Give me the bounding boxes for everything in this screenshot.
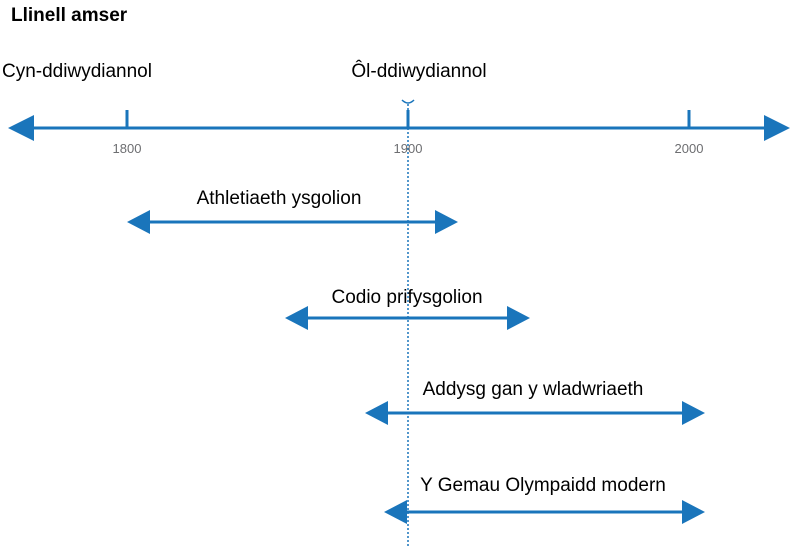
tick-label-1900: 1900 [394, 141, 423, 156]
period-label: Addysg gan y wladwriaeth [423, 379, 644, 400]
period-right-arrowhead [435, 210, 458, 234]
period-label: Athletiaeth ysgolion [197, 188, 362, 209]
era-divider-mark [401, 99, 415, 104]
period-school-athletics: Athletiaeth ysgolion [127, 188, 458, 234]
era-label-post-industrial: Ôl-ddiwydiannol [351, 60, 486, 82]
diagram-title: Llinell amser [11, 5, 128, 26]
axis-right-arrowhead [764, 115, 790, 141]
era-label-pre-industrial: Cyn-ddiwydiannol [2, 61, 152, 82]
period-right-arrowhead [507, 306, 530, 330]
period-left-arrowhead [365, 401, 388, 425]
period-label: Y Gemau Olympaidd modern [420, 475, 666, 496]
period-state-education: Addysg gan y wladwriaeth [365, 379, 705, 425]
period-right-arrowhead [682, 401, 705, 425]
axis-left-arrowhead [8, 115, 34, 141]
period-university-codification: Codio prifysgolion [285, 287, 530, 330]
period-left-arrowhead [127, 210, 150, 234]
period-label: Codio prifysgolion [331, 287, 482, 308]
period-left-arrowhead [285, 306, 308, 330]
period-right-arrowhead [682, 500, 705, 524]
period-left-arrowhead [384, 500, 407, 524]
tick-label-2000: 2000 [675, 141, 704, 156]
tick-label-1800: 1800 [113, 141, 142, 156]
period-modern-olympics: Y Gemau Olympaidd modern [384, 475, 705, 524]
